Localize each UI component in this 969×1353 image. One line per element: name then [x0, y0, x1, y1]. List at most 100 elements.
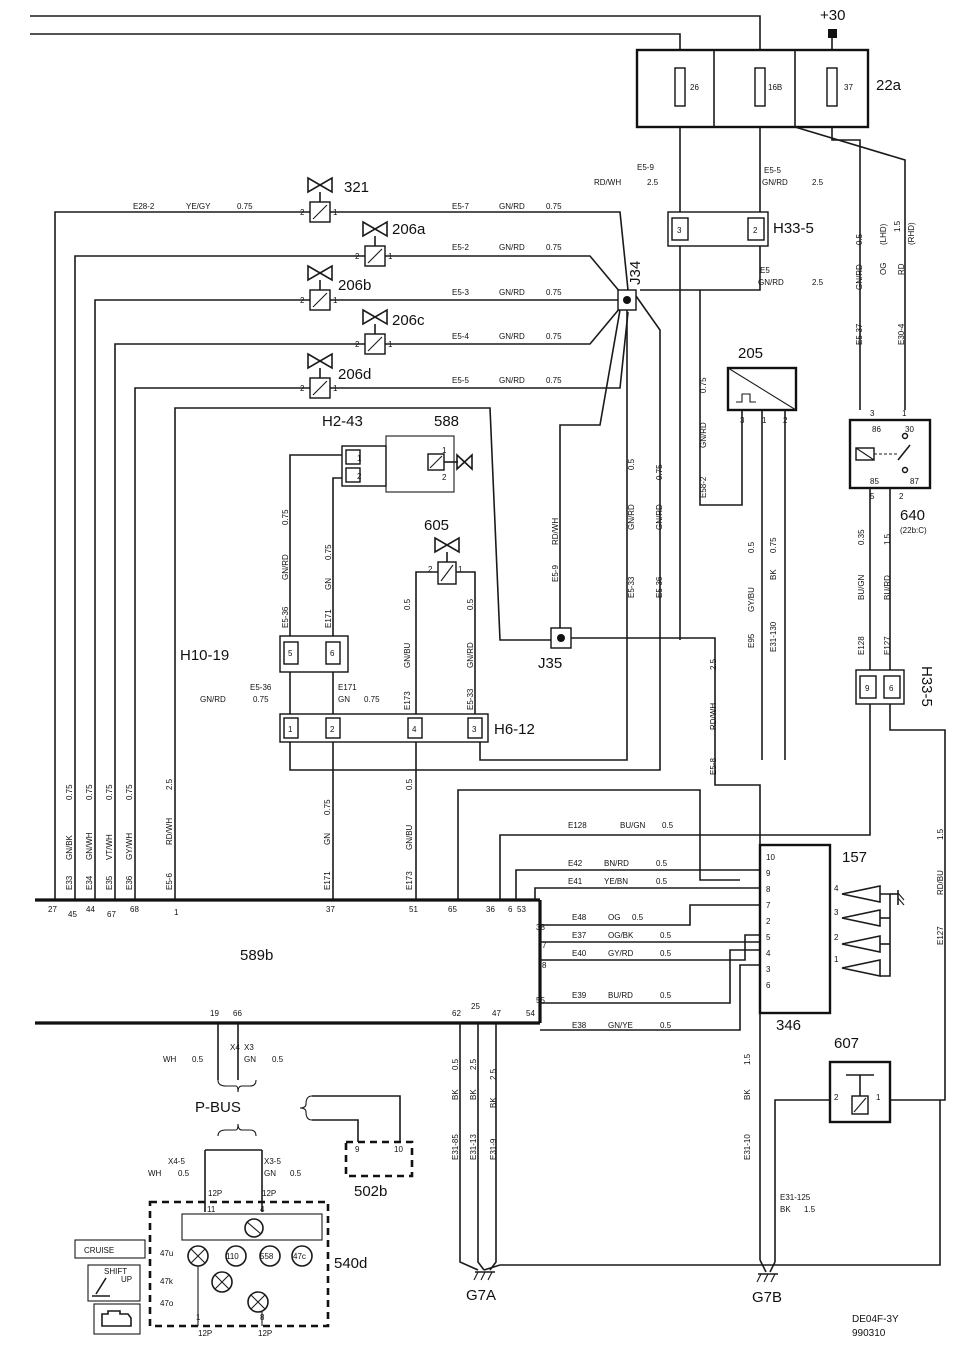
pin-label: 6	[766, 981, 771, 990]
lamp-label: 110	[226, 1252, 239, 1261]
up-label: UP	[121, 1275, 132, 1284]
valve-605: 605 2 1	[424, 517, 463, 585]
wire-label: 1.5	[893, 220, 902, 232]
wire-label: E171	[324, 609, 333, 628]
wire-label: E35	[105, 875, 114, 890]
fuse-box-label: 22a	[876, 77, 902, 94]
pin-label: 1	[388, 340, 393, 349]
wire-label: GN/RD	[499, 202, 525, 211]
h33-5-top-label: H33-5	[773, 220, 814, 237]
pin-label: 2	[428, 565, 433, 574]
wire-label: 2.5	[812, 278, 824, 287]
g7b-label: G7B	[752, 1289, 782, 1306]
ecu-589b: 589b 27 45 44 67 68 1 37 51 65 36 6 53 3…	[35, 898, 547, 1025]
pin-label: 2	[355, 340, 360, 349]
wire-label: 0.75	[546, 243, 562, 252]
pin-label: 66	[233, 1009, 242, 1018]
wire-label: 12P	[198, 1329, 212, 1338]
pbus-label: P-BUS	[195, 1099, 241, 1116]
wire-label: E40	[572, 949, 587, 958]
wire-label: 0.75	[125, 784, 134, 800]
pin-label: 5	[288, 649, 293, 658]
wire-label: E36	[125, 875, 134, 890]
pin-label: 68	[130, 905, 139, 914]
fuse-label: 26	[690, 83, 699, 92]
wire-label: 0.5	[660, 931, 672, 940]
wire-label: YE/BN	[604, 877, 628, 886]
wire-label: 0.75	[85, 784, 94, 800]
pin-label: 3	[870, 409, 875, 418]
pin-label: 38	[536, 923, 545, 932]
pbus-section: X4 WH 0.5 X3 GN 0.5 P-BUS X4-5 WH 0.5 X3…	[148, 1023, 302, 1212]
pin-label: 2	[330, 725, 335, 734]
h33-5-bottom-label: H33-5	[918, 666, 935, 707]
wire-label: 0.5	[403, 598, 412, 610]
h2-43-label: H2-43	[322, 413, 363, 430]
gear-lever-icon	[95, 1277, 107, 1295]
pin-label: 85	[870, 477, 879, 486]
module-346: 10 9 8 7 2 5 4 3 6 346	[758, 843, 832, 1034]
wire-label: GN/BK	[65, 834, 74, 860]
pin-label: 3	[472, 725, 477, 734]
wire-label: BK	[489, 1097, 498, 1108]
pin-label: 1	[288, 725, 293, 734]
pin-label: 2	[357, 472, 362, 481]
pin-label: 1	[333, 384, 338, 393]
pin-label: 5	[766, 933, 771, 942]
j35-label: J35	[538, 655, 562, 672]
wire-label: GN/BU	[405, 824, 414, 850]
lamp-110	[225, 1245, 247, 1267]
wire-label: E34	[85, 875, 94, 890]
connector-h2-43: H2-43 1 2	[322, 413, 387, 487]
pin-label: 7	[542, 941, 547, 950]
wire-label: E5-2	[452, 243, 469, 252]
wire-label: 0.5	[178, 1169, 190, 1178]
ecu-589b-label: 589b	[240, 947, 273, 964]
switch-607: 607 2 1	[828, 1035, 892, 1124]
pin-label: 1	[458, 565, 463, 574]
wire-label: E5-37	[855, 323, 864, 345]
wire-label: 0.75	[323, 799, 332, 815]
wire-label: E48	[572, 913, 587, 922]
valve-206c-label: 206c	[392, 312, 425, 329]
fuse-box-22a: 26 16B 37 22a	[635, 48, 902, 129]
wire-label: E28-2	[133, 202, 155, 211]
wire-label: 0.5	[272, 1055, 284, 1064]
wire-label: GN	[244, 1055, 256, 1064]
wire-label: GN/RD	[200, 695, 226, 704]
wire-label: E5-9	[551, 565, 560, 582]
connector-502b-label: 502b	[354, 1183, 387, 1200]
valve-605-label: 605	[424, 517, 449, 534]
wire-label: RD/WH	[551, 518, 560, 545]
wire-label: GY/RD	[608, 949, 634, 958]
wire-label: BK	[451, 1089, 460, 1100]
pin-label: 6	[508, 905, 513, 914]
pin-label: 2	[834, 1093, 839, 1102]
drawing-code-label: DE04F-3Y	[852, 1314, 899, 1325]
wire-label: X3-5	[264, 1157, 281, 1166]
wire-label: 1.5	[804, 1205, 816, 1214]
pin-label: 1	[357, 454, 362, 463]
wire-label: WH	[163, 1055, 177, 1064]
wire-label: 0.5	[656, 859, 668, 868]
pin-label: 4	[766, 949, 771, 958]
wire-label: 0.5	[451, 1058, 460, 1070]
wire-label: E38	[572, 1021, 587, 1030]
wire-label: VT/WH	[105, 834, 114, 860]
pin-label: 19	[210, 1009, 219, 1018]
wire-label: GN	[324, 578, 333, 590]
wire-label: BU/RD	[608, 991, 633, 1000]
wire-label: E41	[568, 877, 583, 886]
switch-607-label: 607	[834, 1035, 859, 1052]
wire-label: GN/RD	[758, 278, 784, 287]
pin-label: 54	[526, 1009, 535, 1018]
pin-label: 7	[766, 901, 771, 910]
wire-label: BU/GN	[857, 574, 866, 600]
wire-label: 0.5	[855, 233, 864, 245]
wire-label: (LHD)	[879, 223, 888, 245]
j34-label: J34	[627, 261, 644, 285]
wire-label: RD/WH	[594, 178, 621, 187]
wire-label: E31-125	[780, 1193, 811, 1202]
wire-label: E127	[883, 636, 892, 655]
pin-label: 1	[442, 446, 447, 455]
